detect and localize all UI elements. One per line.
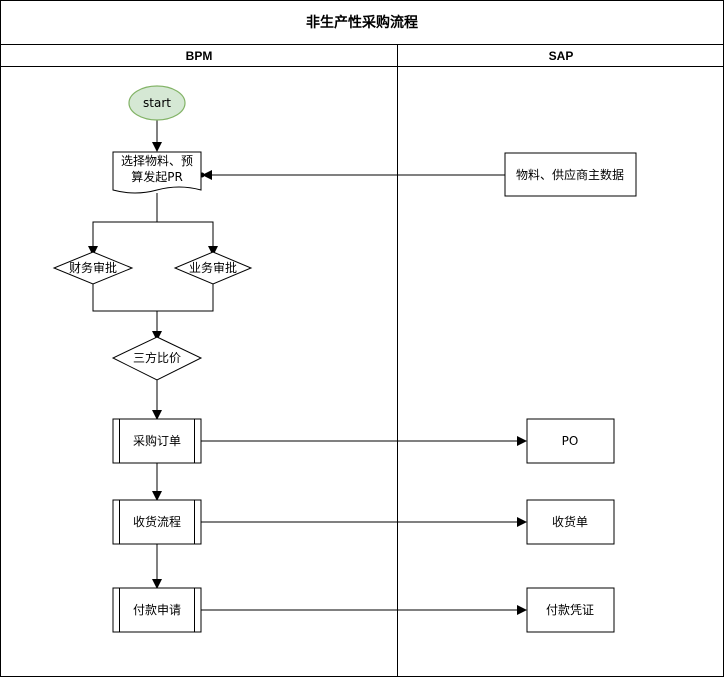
purchase-order-label: 采购订单 [133, 433, 181, 448]
process-shape [526, 587, 615, 633]
payment-request-label: 付款申请 [133, 603, 181, 617]
goods-receipt-node[interactable]: 收货单 [526, 499, 615, 545]
process-shape [526, 418, 615, 464]
business-approval-node[interactable]: 业务审批 [173, 251, 253, 285]
edge-approvals-merge [92, 284, 214, 312]
edge-select-split [88, 193, 158, 256]
process-shape [526, 499, 615, 545]
payment-voucher-node[interactable]: 付款凭证 [526, 587, 615, 633]
master-data-label: 物料、供应商主数据 [516, 167, 624, 182]
business-approval-label: 业务审批 [189, 260, 237, 275]
select-material-node[interactable]: 选择物料、预 算发起PR [112, 151, 202, 194]
goods-receipt-label: 收货单 [552, 514, 588, 529]
start-shape [128, 85, 186, 121]
decision-shape [111, 336, 203, 381]
decision-shape [173, 251, 253, 285]
decision-shape [52, 251, 134, 285]
receiving-process-node[interactable]: 收货流程 [112, 499, 202, 545]
master-data-node[interactable]: 物料、供应商主数据 [504, 152, 637, 197]
purchase-order-node[interactable]: 采购订单 [112, 418, 202, 464]
po-label: PO [562, 434, 579, 448]
finance-approval-label: 财务审批 [69, 260, 117, 275]
process-shape [112, 499, 202, 545]
lane-header-sap: SAP [549, 49, 574, 63]
process-shape [112, 587, 202, 633]
po-node[interactable]: PO [526, 418, 615, 464]
document-shape [112, 151, 202, 194]
start-node[interactable]: start [128, 85, 186, 121]
process-shape [504, 152, 637, 197]
select-label-line2: 算发起PR [131, 169, 183, 184]
finance-approval-node[interactable]: 财务审批 [52, 251, 134, 285]
process-shape [112, 418, 202, 464]
price-comparison-label: 三方比价 [133, 350, 181, 365]
payment-voucher-label: 付款凭证 [546, 602, 594, 617]
diagram-title: 非生产性采购流程 [306, 14, 418, 31]
receiving-process-label: 收货流程 [133, 514, 181, 529]
start-label: start [143, 96, 171, 110]
select-label-line1: 选择物料、预 [121, 154, 193, 168]
connectors [88, 120, 527, 615]
edge-select-split-right [157, 221, 218, 256]
lane-header-bpm: BPM [186, 49, 213, 63]
price-comparison-node[interactable]: 三方比价 [111, 336, 203, 381]
payment-request-node[interactable]: 付款申请 [112, 587, 202, 633]
